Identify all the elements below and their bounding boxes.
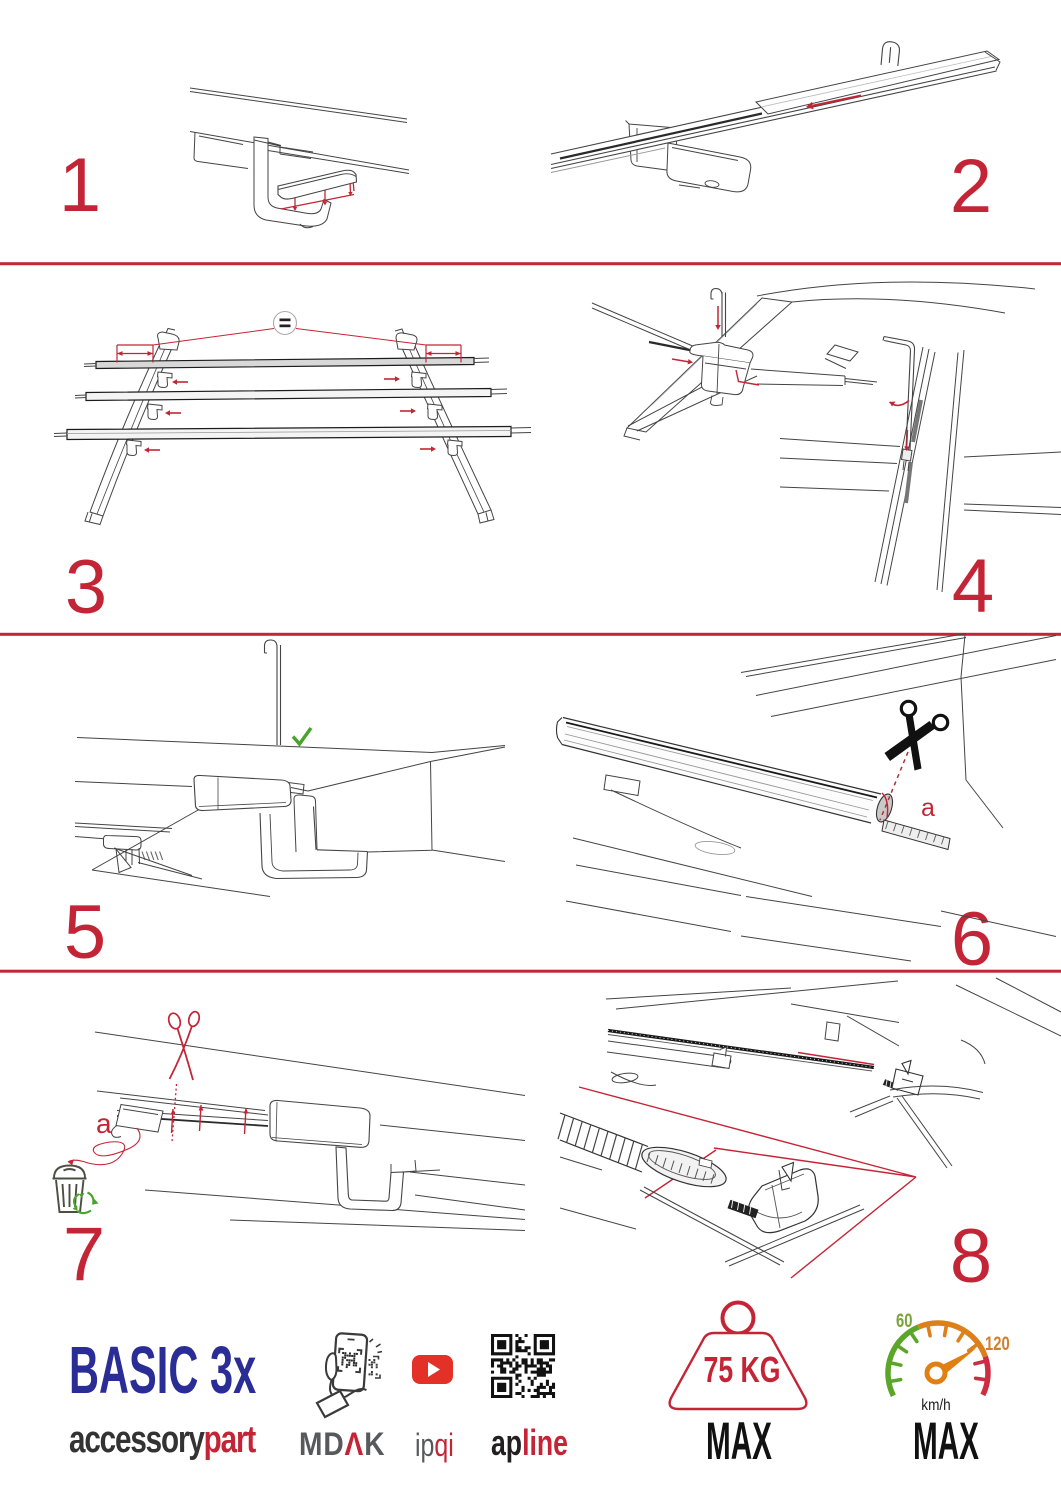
svg-text:7: 7 xyxy=(63,1212,105,1297)
svg-text:2: 2 xyxy=(950,144,992,229)
svg-text:accessorypart: accessorypart xyxy=(69,1419,256,1461)
svg-text:1: 1 xyxy=(59,143,101,228)
svg-text:5: 5 xyxy=(64,890,106,975)
svg-text:3: 3 xyxy=(65,545,107,630)
svg-text:MDΛK: MDΛK xyxy=(299,1427,385,1462)
svg-text:6: 6 xyxy=(951,897,993,982)
svg-text:a: a xyxy=(921,794,935,822)
svg-text:MAX: MAX xyxy=(706,1412,772,1471)
svg-text:a: a xyxy=(96,1108,112,1139)
svg-text:60: 60 xyxy=(896,1310,912,1331)
svg-text:BASIC 3x: BASIC 3x xyxy=(69,1333,256,1408)
svg-text:8: 8 xyxy=(950,1214,992,1299)
svg-text:apline: apline xyxy=(491,1422,568,1463)
svg-text:75 KG: 75 KG xyxy=(704,1349,781,1390)
svg-text:MAX: MAX xyxy=(913,1412,979,1471)
svg-text:ipqi: ipqi xyxy=(415,1428,454,1464)
svg-text:4: 4 xyxy=(952,544,994,629)
svg-text:120: 120 xyxy=(985,1333,1010,1354)
svg-text:km/h: km/h xyxy=(921,1397,950,1414)
